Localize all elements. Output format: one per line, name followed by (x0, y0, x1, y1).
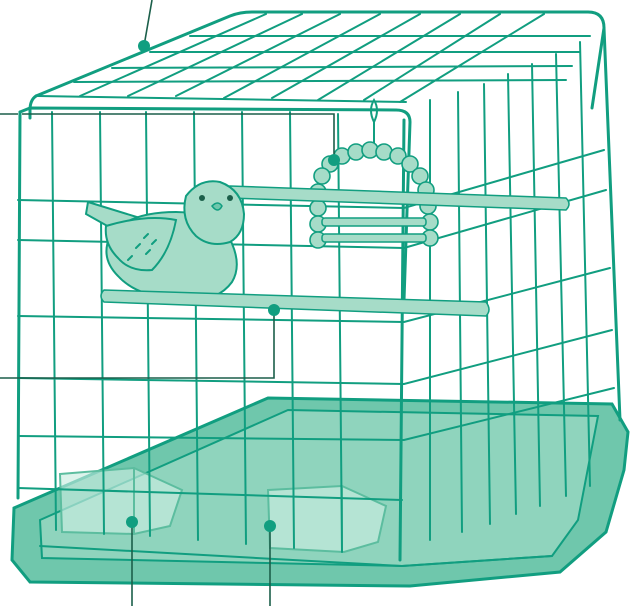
swing (310, 100, 438, 248)
cage-top-wires (74, 14, 590, 102)
callout-swing (0, 114, 340, 166)
callout-perch (0, 304, 280, 378)
bird (86, 181, 244, 304)
callout-cage-top (138, 0, 152, 52)
